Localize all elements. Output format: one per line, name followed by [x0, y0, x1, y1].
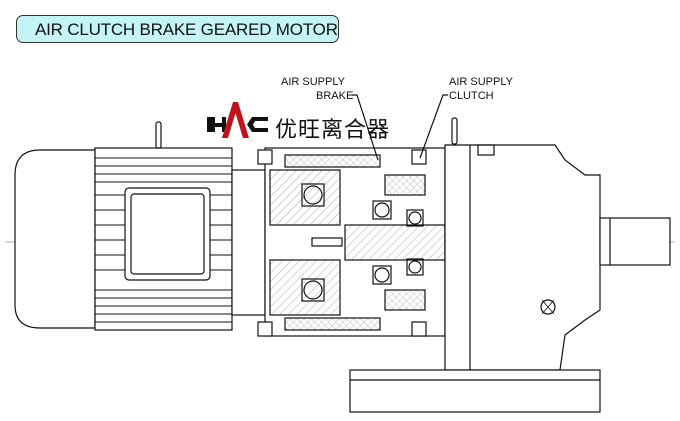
gearbox-base: [349, 369, 601, 413]
brake-leader-line: [352, 94, 379, 161]
adapter-flange: [231, 169, 266, 316]
hac-logo: [207, 102, 268, 138]
air-supply-brake-label-line1: AIR SUPPLY: [281, 76, 345, 88]
clutch-brake-housing: [257, 147, 446, 337]
motor-end-cap: [14, 149, 96, 329]
title-banner: AIR CLUTCH BRAKE GEARED MOTOR: [16, 15, 339, 43]
air-supply-clutch-label-line1: AIR SUPPLY: [449, 76, 513, 88]
page-title: AIR CLUTCH BRAKE GEARED MOTOR: [35, 20, 338, 39]
gearbox: [349, 144, 601, 413]
eye-bolt: [155, 121, 162, 149]
brand-chinese-name: 优旺离合器: [275, 118, 391, 143]
air-supply-clutch-label-line2: CLUTCH: [449, 90, 494, 102]
eye-bolt: [451, 117, 458, 145]
output-shaft: [599, 217, 671, 266]
air-supply-brake-label-line2: BRAKE: [316, 90, 354, 102]
clutch-leader-line: [419, 94, 448, 159]
